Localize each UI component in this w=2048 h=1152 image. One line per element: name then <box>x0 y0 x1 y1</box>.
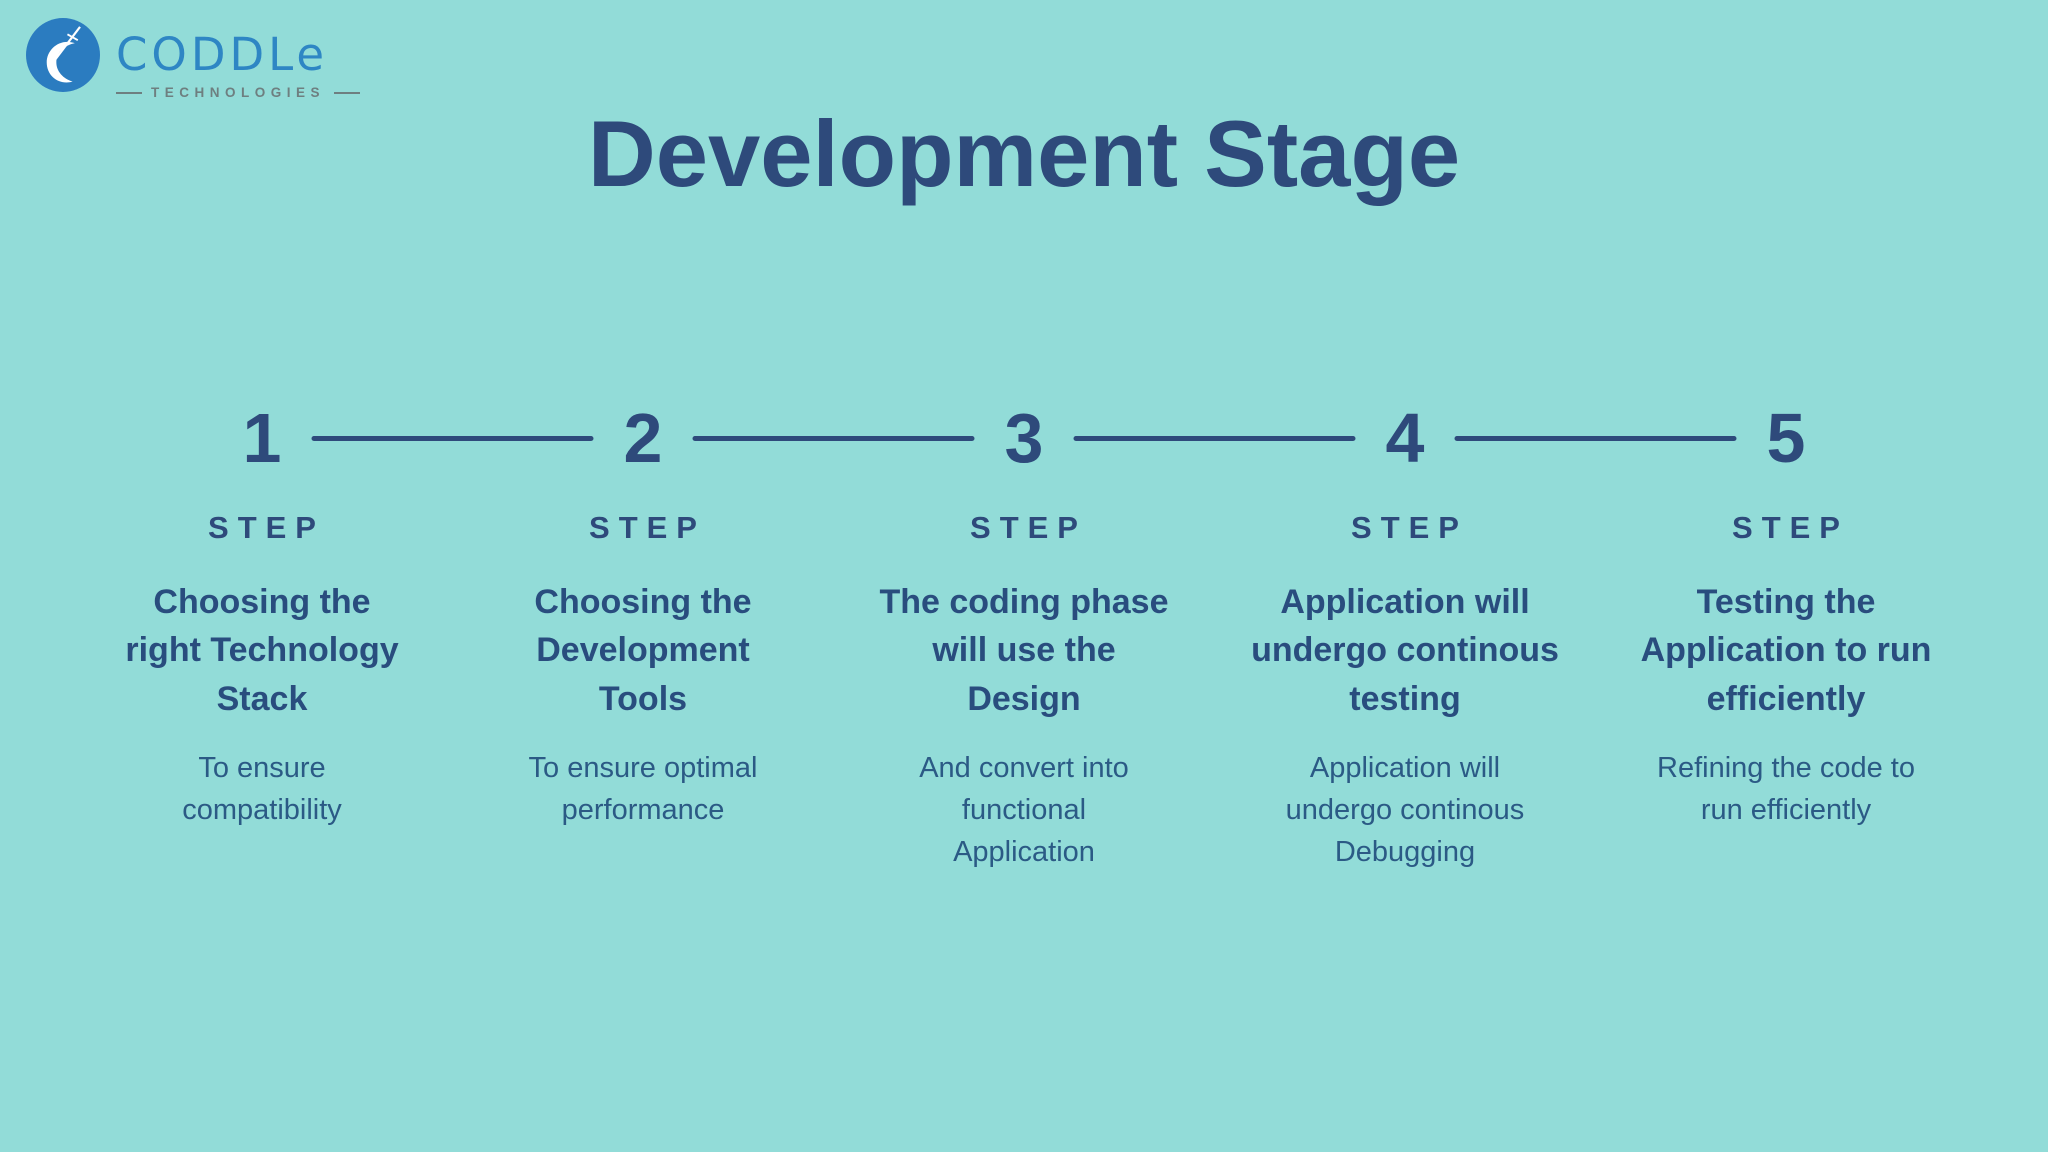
step-2-description: To ensure optimal performance <box>528 751 758 826</box>
step-2-label: STEP <box>589 510 706 545</box>
step-2-column: STEP Choosing the Development Tools To e… <box>453 510 834 873</box>
step-1-description: To ensure compatibility <box>182 751 342 826</box>
brand-tagline-row: TECHNOLOGIES <box>116 85 361 100</box>
step-4-label: STEP <box>1351 510 1468 545</box>
steps-diagram: 1 2 3 4 5 STEP Choosing the right Techno… <box>72 392 1977 873</box>
connector-line-1-2 <box>311 436 594 441</box>
step-5-description: Refining the code to run efficiently <box>1657 751 1915 826</box>
step-3-label: STEP <box>970 510 1087 545</box>
step-3-heading: The coding phase will use the Design <box>879 583 1169 718</box>
step-5-number: 5 <box>1766 399 1806 477</box>
step-5-label: STEP <box>1732 510 1849 545</box>
step-2-heading: Choosing the Development Tools <box>534 583 752 718</box>
step-2-number: 2 <box>623 399 663 477</box>
brand-tagline: TECHNOLOGIES <box>151 85 326 100</box>
connector-line-4-5 <box>1454 436 1737 441</box>
step-1-heading: Choosing the right Technology Stack <box>125 583 399 718</box>
step-5-column: STEP Testing the Application to run effi… <box>1596 510 1977 873</box>
step-4-column: STEP Application will undergo continous … <box>1215 510 1596 873</box>
step-1-number: 1 <box>242 399 282 477</box>
step-1-column: STEP Choosing the right Technology Stack… <box>72 510 453 873</box>
step-3-description: And convert into functional Application <box>919 751 1129 868</box>
step-4-number: 4 <box>1385 399 1425 477</box>
tagline-right-dash <box>334 91 361 94</box>
step-1-label: STEP <box>208 510 325 545</box>
step-number-row: 1 2 3 4 5 <box>72 392 1977 484</box>
brand-block: CODDLe TECHNOLOGIES <box>116 28 361 100</box>
tagline-left-dash <box>116 91 142 94</box>
coddle-hook-icon <box>26 18 100 92</box>
step-columns: STEP Choosing the right Technology Stack… <box>72 510 1977 873</box>
step-4-description: Application will undergo continous Debug… <box>1285 751 1525 868</box>
connector-line-3-4 <box>1073 436 1356 441</box>
step-3-column: STEP The coding phase will use the Desig… <box>834 510 1215 873</box>
connector-line-2-3 <box>692 436 975 441</box>
brand-name: CODDLe <box>116 28 329 81</box>
step-4-heading: Application will undergo continous testi… <box>1251 583 1559 718</box>
step-5-heading: Testing the Application to run efficient… <box>1640 583 1932 718</box>
logo: CODDLe TECHNOLOGIES <box>26 18 361 100</box>
page-title: Development Stage <box>587 101 1461 206</box>
step-3-number: 3 <box>1004 399 1044 477</box>
